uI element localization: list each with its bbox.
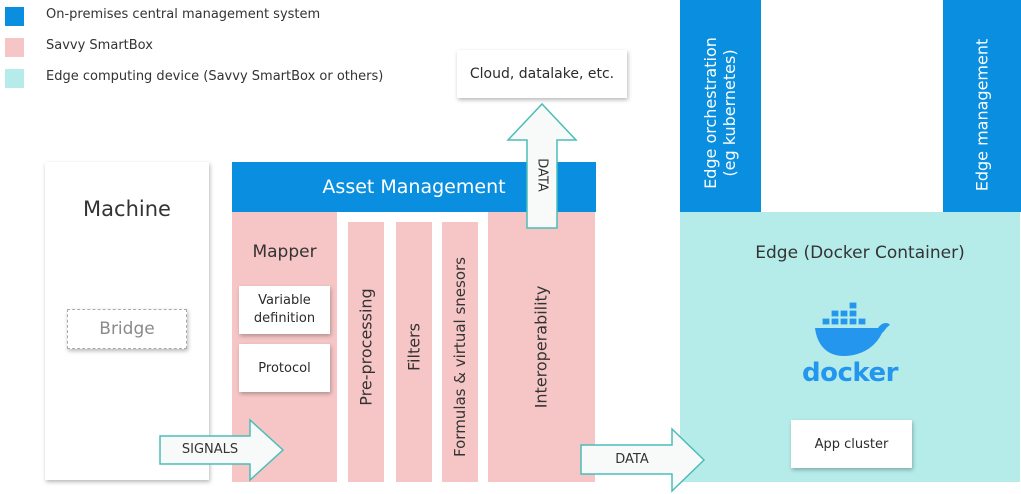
bridge-box: Bridge <box>67 309 187 349</box>
legend-label-central: On-premises central management system <box>46 7 321 22</box>
preprocessing-column <box>348 222 384 482</box>
bridge-label: Bridge <box>99 319 155 339</box>
docker-whale-icon <box>815 301 890 356</box>
legend-swatch-smartbox <box>5 38 24 57</box>
legend-swatch-edge <box>5 69 24 88</box>
legend-label-smartbox: Savvy SmartBox <box>46 38 153 53</box>
legend-label-edge: Edge computing device (Savvy SmartBox or… <box>46 69 384 84</box>
edge-management-bar <box>943 0 1021 212</box>
variable-definition-label: Variable definition <box>253 293 316 326</box>
app-cluster-box: App cluster <box>791 420 912 468</box>
signals-label: SIGNALS <box>181 442 239 457</box>
protocol-label: Protocol <box>258 360 311 376</box>
cloud-box: Cloud, datalake, etc. <box>457 50 627 98</box>
formulas-column <box>442 222 478 482</box>
asset-management-title: Asset Management <box>322 176 506 198</box>
interoperability-column <box>488 212 595 482</box>
filters-column <box>396 222 432 482</box>
app-cluster-label: App cluster <box>814 436 889 452</box>
data-up-label: DATA <box>535 158 550 192</box>
signals-arrow <box>159 418 285 482</box>
variable-definition-box: Variable definition <box>239 286 330 334</box>
data-up-arrow <box>506 102 578 229</box>
edge-container-title: Edge (Docker Container) <box>755 243 965 263</box>
protocol-box: Protocol <box>239 344 330 392</box>
edge-orchestration-bar <box>680 0 761 212</box>
data-right-label: DATA <box>615 452 649 467</box>
data-right-arrow <box>580 427 706 493</box>
legend-swatch-central <box>5 7 24 26</box>
data-up-text: DATA <box>534 158 550 192</box>
cloud-label: Cloud, datalake, etc. <box>469 66 615 82</box>
mapper-title: Mapper <box>252 242 317 262</box>
machine-title: Machine <box>83 197 171 221</box>
docker-wordmark: docker <box>802 358 898 388</box>
